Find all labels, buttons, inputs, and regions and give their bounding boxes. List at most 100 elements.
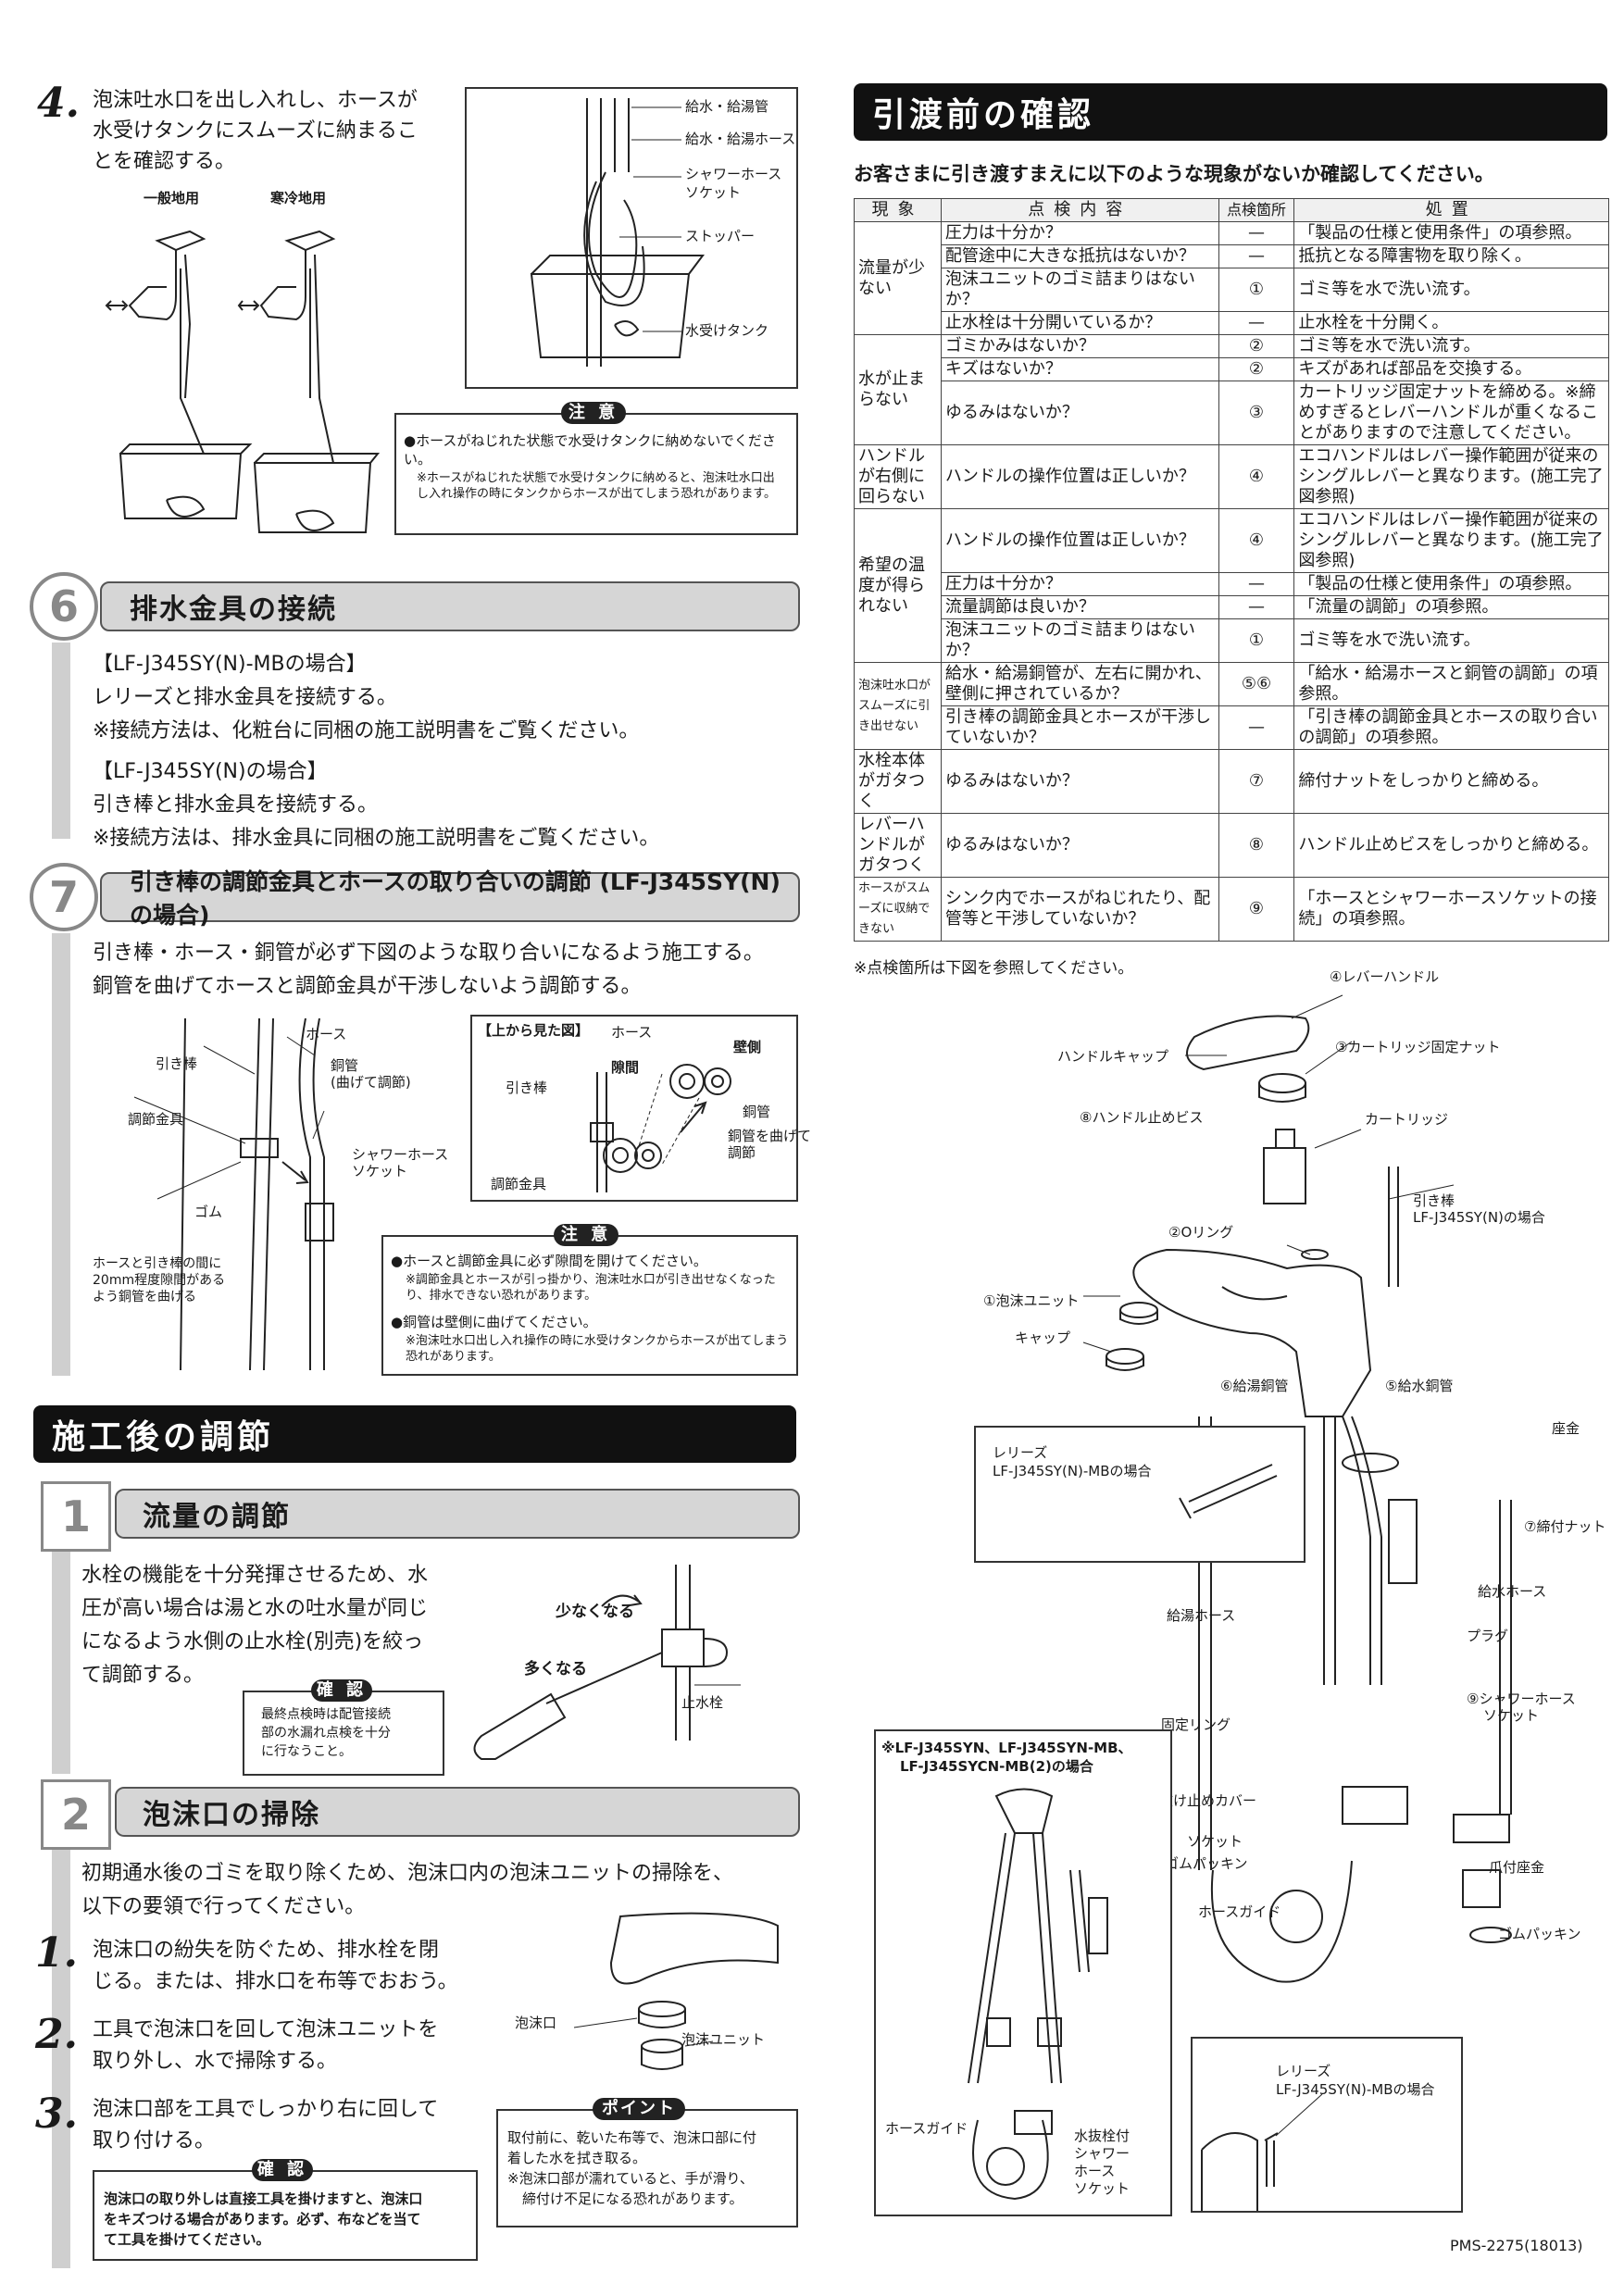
- cell-action: 抵抗となる障害物を取り除く。: [1293, 244, 1609, 268]
- table-footnote: ※点検箇所は下図を参照してください。: [854, 959, 1134, 978]
- release-inset-drawing: [1179, 1464, 1278, 1519]
- cell-location: —: [1218, 572, 1295, 596]
- cell-action: ゴミ等を水で洗い流す。: [1293, 334, 1609, 358]
- flow-sidebar: [52, 1552, 70, 1774]
- aerator-exploded-illustration: [573, 1912, 779, 2070]
- label-release-2: レリーズ: [1276, 2063, 1331, 2079]
- label-adjuster: 調節金具: [128, 1111, 184, 1128]
- cell-action: キズがあれば部品を交換する。: [1293, 357, 1609, 381]
- tv-gap: 隙間: [611, 1059, 640, 1076]
- cell-action: エコハンドルはレバー操作範囲が従来のシングルレバーと異なります。(施工完了図参照…: [1293, 444, 1609, 509]
- cell-content: ゆるみはないか？: [940, 381, 1219, 445]
- cell-location: ④: [1218, 508, 1295, 573]
- cell-location: ③: [1218, 381, 1295, 445]
- cell-location: ⑦: [1218, 749, 1295, 814]
- aerator-step3-num: 3.: [35, 2090, 78, 2138]
- aerator-sidebar: [52, 1850, 70, 2268]
- label-rubber-packing-2: ゴムパッキン: [1498, 1926, 1581, 1942]
- pullrod-hose-illustration: [133, 1018, 334, 1370]
- cell-content: ハンドルの操作位置は正しいか？: [940, 444, 1219, 509]
- cell-phenomenon: ホースがスムーズに収納できない: [854, 877, 942, 942]
- table-row: 引き棒の調節金具とホースが干渉していないか？—「引き棒の調節金具とホースの取り合…: [855, 705, 1609, 750]
- section7-caution-box: ●ホースと調節金具に必ず隙間を開けてください。 ※調節金具とホースが引っ掛かり、…: [381, 1235, 798, 1376]
- tv-wall: 壁側: [733, 1039, 762, 1055]
- table-row: 配管途中に大きな抵抗はないか？—抵抗となる障害物を取り除く。: [855, 244, 1609, 268]
- flow-confirm-text: 最終点検時は配管接続 部の水漏れ点検を十分 に行なうこと。: [261, 1707, 391, 1759]
- th-action: 処置: [1293, 198, 1609, 222]
- hose-tank-diagram: 給水・給湯管 給水・給湯ホース シャワーホースソケット ストッパー 水受けタンク: [465, 87, 798, 389]
- label-aerator-unit: 泡沫ユニット: [681, 2031, 766, 2048]
- flow-adjust-text: 水栓の機能を十分発揮させるため、水 圧が高い場合は湯と水の吐水量が同じ になるよ…: [81, 1564, 429, 1687]
- cell-content: 泡沫ユニットのゴミ詰まりはないか？: [940, 268, 1219, 312]
- cell-phenomenon: 泡沫吐水口がスムーズに引き出せない: [854, 662, 942, 750]
- aerator-intro: 初期通水後のゴミを取り除くため、泡沫口内の泡沫ユニットの掃除を、 以下の要領で行…: [81, 1862, 734, 1918]
- label-claw-seat: 爪付座金: [1489, 1859, 1545, 1876]
- cell-phenomenon: 流量が少ない: [854, 221, 942, 335]
- cell-action: 「引き棒の調節金具とホースの取り合いの調節」の項参照。: [1293, 705, 1609, 750]
- label-less: 少なくなる: [556, 1603, 634, 1621]
- cell-phenomenon: 水栓本体がガタつく: [854, 749, 942, 814]
- label-fixing-ring: 固定リング: [1161, 1716, 1231, 1733]
- aerator-step1-num: 1.: [35, 1929, 78, 1977]
- document-code: PMS-2275(18013): [1450, 2237, 1583, 2254]
- cell-action: ゴミ等を水で洗い流す。: [1293, 268, 1609, 312]
- caution-main-1: ●ホースと調節金具に必ず隙間を開けてください。: [391, 1253, 707, 1269]
- model-inset-box: ※LF-J345SYN、LF-J345SYN-MB、 LF-J345SYCN-M…: [874, 1729, 1172, 2216]
- model-inset-title: ※LF-J345SYN、LF-J345SYN-MB、 LF-J345SYCN-M…: [881, 1740, 1132, 1775]
- hose-tank-drawing: [530, 98, 705, 367]
- label-fastening-nut: ⑦締付ナット: [1524, 1518, 1606, 1535]
- cell-location: ①: [1218, 618, 1295, 663]
- cell-content: ゴミかみはないか？: [940, 334, 1219, 358]
- label-handle-screw: ⑧ハンドル止めビス: [1080, 1109, 1204, 1126]
- point-box: 取付前に、乾いた布等で、泡沫口部に付 着した水を拭き取る。 ※泡沫口部が濡れてい…: [496, 2109, 798, 2227]
- aerator-clean-number: 2: [41, 1779, 111, 1850]
- inset-shower-socket: 水抜栓付 シャワー ホース ソケット: [1074, 2128, 1131, 2197]
- cell-action: 「給水・給湯ホースと銅管の調節」の項参照。: [1293, 662, 1609, 706]
- label-seat: 座金: [1552, 1420, 1580, 1437]
- cell-content: 圧力は十分か？: [940, 221, 1219, 245]
- cell-location: ①: [1218, 268, 1295, 312]
- th-location: 点検箇所: [1218, 198, 1295, 222]
- cell-phenomenon: レバーハンドルがガタつく: [854, 813, 942, 878]
- section7-text: 引き棒・ホース・銅管が必ず下図のような取り合いになるよう施工する。 銅管を曲げて…: [93, 942, 764, 998]
- section7-sidebar: [52, 933, 70, 1376]
- label-cartridge: カートリッジ: [1365, 1111, 1449, 1128]
- cell-content: ハンドルの操作位置は正しいか？: [940, 508, 1219, 573]
- section6-header: 排水金具の接続: [100, 581, 800, 631]
- label-pullrod: 引き棒: [156, 1055, 198, 1072]
- tv-bend: 銅管を曲げて調節: [728, 1128, 812, 1161]
- label-release-1: レリーズ: [993, 1444, 1048, 1461]
- top-view-title: 【上から見た図】: [478, 1022, 590, 1039]
- flow-confirm-box: 最終点検時は配管接続 部の水漏れ点検を十分 に行なうこと。: [243, 1691, 444, 1776]
- cell-location: ⑨: [1218, 877, 1295, 942]
- label-plug: プラグ: [1467, 1628, 1509, 1644]
- cell-content: シンク内でホースがねじれたり、配管等と干渉していないか？: [940, 877, 1219, 942]
- label-cold-pipe: ⑤給水銅管: [1385, 1378, 1454, 1394]
- caution-badge: 注 意: [561, 402, 626, 424]
- label-more: 多くなる: [524, 1660, 587, 1678]
- top-view-drawing: [590, 1064, 731, 1192]
- cell-phenomenon: 水が止まらない: [854, 334, 942, 445]
- cell-content: ゆるみはないか？: [940, 749, 1219, 814]
- cell-content: 給水・給湯銅管が、左右に開かれ、壁側に押されているか？: [940, 662, 1219, 706]
- label-cover: 抜け止めカバー: [1159, 1792, 1257, 1809]
- label-hot-hose: 給湯ホース: [1167, 1607, 1236, 1624]
- caution-text: ●ホースがねじれた状態で水受けタンクに納めないでください。: [404, 432, 776, 468]
- table-header-row: 現象 点検内容 点検箇所 処置: [854, 198, 1609, 222]
- th-phenomenon: 現象: [854, 198, 942, 222]
- th-content: 点検内容: [940, 198, 1219, 222]
- cell-location: ⑤⑥: [1218, 662, 1295, 706]
- section6-number: 6: [30, 572, 98, 641]
- label-release-2-case: LF-J345SY(N)-MBの場合: [1276, 2081, 1435, 2098]
- cell-action: 止水栓を十分開く。: [1293, 311, 1609, 335]
- aerator-step1-text: 泡沫口の紛失を防ぐため、排水栓を閉じる。または、排水口を布等でおおう。: [93, 1939, 458, 1993]
- table-row: 泡沫吐水口がスムーズに引き出せない給水・給湯銅管が、左右に開かれ、壁側に押されて…: [854, 662, 1609, 750]
- label-aerator: 泡沫口: [515, 2015, 557, 2031]
